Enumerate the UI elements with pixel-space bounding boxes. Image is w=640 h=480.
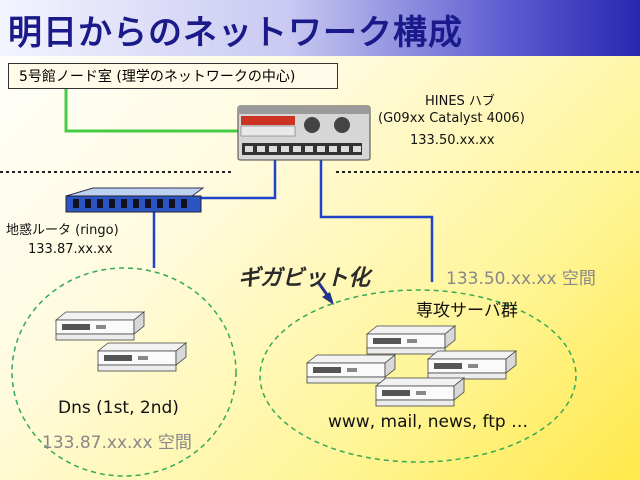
hines-hub-device bbox=[237, 105, 371, 161]
gigabit-label: ギガビット化 bbox=[238, 266, 371, 291]
blue-link-dns bbox=[147, 206, 156, 268]
title-bar bbox=[0, 0, 640, 56]
dns-server-2 bbox=[97, 342, 187, 372]
server-4 bbox=[375, 377, 465, 407]
dns-ellipse bbox=[11, 267, 237, 477]
gigabit-arrow bbox=[316, 281, 334, 305]
dns-name: Dns (1st, 2nd) bbox=[58, 398, 179, 418]
hines-name: HINES ハブ bbox=[425, 94, 495, 109]
server-services: www, mail, news, ftp … bbox=[328, 412, 529, 432]
router-name: 地惑ルータ (ringo) bbox=[6, 223, 119, 238]
server-3 bbox=[427, 350, 517, 380]
dns-server-1 bbox=[55, 311, 145, 341]
green-link bbox=[64, 89, 238, 133]
router-device bbox=[65, 187, 205, 213]
server-ellipse bbox=[259, 289, 577, 463]
server-address-space: 133.50.xx.xx 空間 bbox=[446, 269, 596, 289]
server-2 bbox=[306, 354, 396, 384]
dns-address-space: 133.87.xx.xx 空間 bbox=[42, 433, 192, 453]
router-address: 133.87.xx.xx bbox=[28, 242, 113, 257]
server-group-name: 専攻サーバ群 bbox=[416, 301, 518, 321]
blue-link-servers bbox=[319, 160, 434, 282]
hines-model: (G09xx Catalyst 4006) bbox=[378, 111, 525, 126]
server-1 bbox=[366, 325, 456, 355]
blue-link-router bbox=[195, 160, 277, 200]
slide-title: 明日からのネットワーク構成 bbox=[8, 13, 463, 53]
node-room-label: 5号館ノード室 (理学のネットワークの中心) bbox=[8, 63, 338, 89]
hines-address: 133.50.xx.xx bbox=[410, 133, 495, 148]
